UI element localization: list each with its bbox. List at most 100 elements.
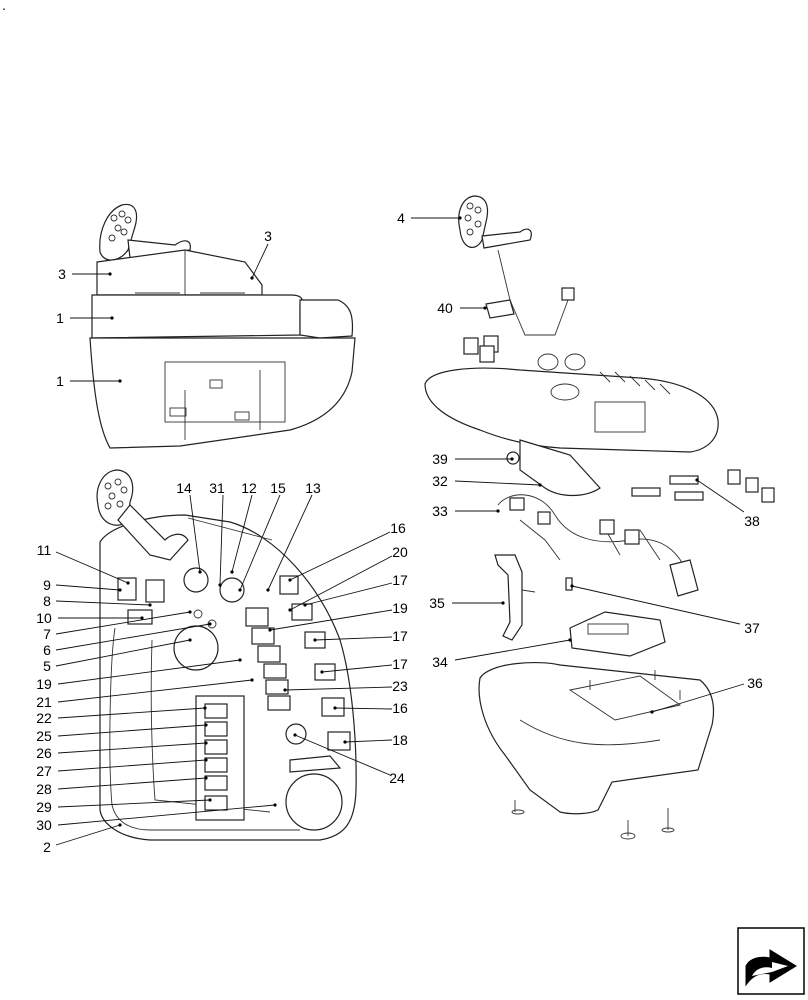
callout-label: 5 <box>43 658 51 674</box>
callout-leader-tip <box>208 798 212 802</box>
callout-leader-tip <box>320 670 324 674</box>
callout-leader-tip <box>313 638 317 642</box>
callout-leader <box>344 739 393 743</box>
callout-leader <box>55 824 121 846</box>
callout-leader-tip <box>118 379 122 383</box>
arrow-icon <box>745 949 797 987</box>
callout-leader <box>57 804 276 826</box>
callout-label: 29 <box>36 799 52 815</box>
callout-leader-tip <box>203 706 207 710</box>
joystick-handle-top-right <box>458 195 575 336</box>
callout-label: 34 <box>432 654 448 670</box>
callout-leader-tip <box>238 588 242 592</box>
callout-label: 11 <box>37 542 52 558</box>
callout-leader-tip <box>650 710 654 714</box>
callout-leader-tip <box>250 276 254 280</box>
next-page-arrow[interactable] <box>737 927 805 995</box>
callout-leader-tip <box>218 583 222 587</box>
callout-leader <box>55 623 211 651</box>
callout-label: 17 <box>392 656 408 672</box>
callout-label: 26 <box>36 745 52 761</box>
callout-label: 36 <box>747 675 763 691</box>
callout-leader-tip <box>208 622 212 626</box>
joystick-handle-bottom <box>96 469 189 561</box>
callout-leader-tip <box>108 272 112 276</box>
callout-label: 39 <box>432 451 448 467</box>
callout-label: 9 <box>43 577 51 593</box>
callout-leader <box>454 639 571 661</box>
callout-leader <box>57 679 253 703</box>
callout-leader <box>55 584 121 591</box>
callout-label: 33 <box>432 503 448 519</box>
callout-leader <box>55 600 151 606</box>
callout-layer: 3311440393233353437383611981076519212225… <box>36 210 763 855</box>
callout-leader <box>57 659 241 685</box>
callout-leader-tip <box>126 581 130 585</box>
console-base <box>478 661 715 815</box>
exploded-console-view <box>424 195 775 840</box>
callout-leader <box>289 531 391 581</box>
callout-label: 16 <box>392 700 408 716</box>
callout-leader-tip <box>283 688 287 692</box>
callout-leader <box>267 494 313 591</box>
callout-label: 6 <box>43 642 51 658</box>
callout-label: 32 <box>432 473 448 489</box>
callout-leader <box>304 582 393 606</box>
callout-leader <box>289 555 393 611</box>
callout-leader <box>321 664 393 673</box>
callout-label: 38 <box>744 513 760 529</box>
callout-leader-tip <box>188 610 192 614</box>
callout-leader <box>55 551 129 584</box>
callout-label: 8 <box>43 593 51 609</box>
callout-leader-tip <box>288 578 292 582</box>
callout-leader <box>57 799 211 808</box>
callout-leader-tip <box>198 570 202 574</box>
callout-leader-tip <box>204 776 208 780</box>
callout-leader-tip <box>204 741 208 745</box>
callout-leader <box>231 494 253 573</box>
callout-leader <box>651 683 745 713</box>
callout-leader-tip <box>148 603 152 607</box>
callout-label: 19 <box>36 676 52 692</box>
callout-leader-tip <box>458 216 462 220</box>
joystick-handle-top-left <box>99 203 191 261</box>
console-body <box>424 367 719 453</box>
callout-leader <box>57 724 207 737</box>
callout-leader <box>189 494 201 573</box>
callout-label: 21 <box>36 694 52 710</box>
callout-label: 25 <box>36 728 52 744</box>
callout-leader-tip <box>118 588 122 592</box>
callout-label: 18 <box>392 732 408 748</box>
callout-label: 19 <box>392 600 408 616</box>
callout-leader <box>57 742 207 754</box>
centre-rocker-column <box>245 607 291 711</box>
callout-leader <box>314 636 393 641</box>
callout-label: 24 <box>389 770 405 786</box>
callout-leader-tip <box>538 483 542 487</box>
callout-label: 4 <box>397 210 405 226</box>
callout-leader <box>571 585 741 625</box>
callout-label: 22 <box>36 710 52 726</box>
callout-leader <box>239 494 281 591</box>
callout-leader-tip <box>333 706 337 710</box>
callout-leader-tip <box>188 638 192 642</box>
callout-leader-tip <box>343 740 347 744</box>
callout-label: 14 <box>176 480 192 496</box>
callout-leader-tip <box>273 803 277 807</box>
callout-leader-tip <box>510 457 514 461</box>
callout-leader <box>334 707 393 710</box>
callout-label: 10 <box>36 610 52 626</box>
callout-leader <box>696 479 745 513</box>
callout-label: 7 <box>43 626 51 642</box>
callout-label: 31 <box>209 480 225 496</box>
callout-leader <box>57 777 207 790</box>
callout-leader-tip <box>695 478 699 482</box>
armrest-top-view <box>96 469 357 841</box>
callout-leader-tip <box>110 316 114 320</box>
callout-label: 17 <box>392 572 408 588</box>
callout-label: 13 <box>305 480 321 496</box>
armrest-lower-housing <box>89 337 356 449</box>
callout-leader-tip <box>568 638 572 642</box>
